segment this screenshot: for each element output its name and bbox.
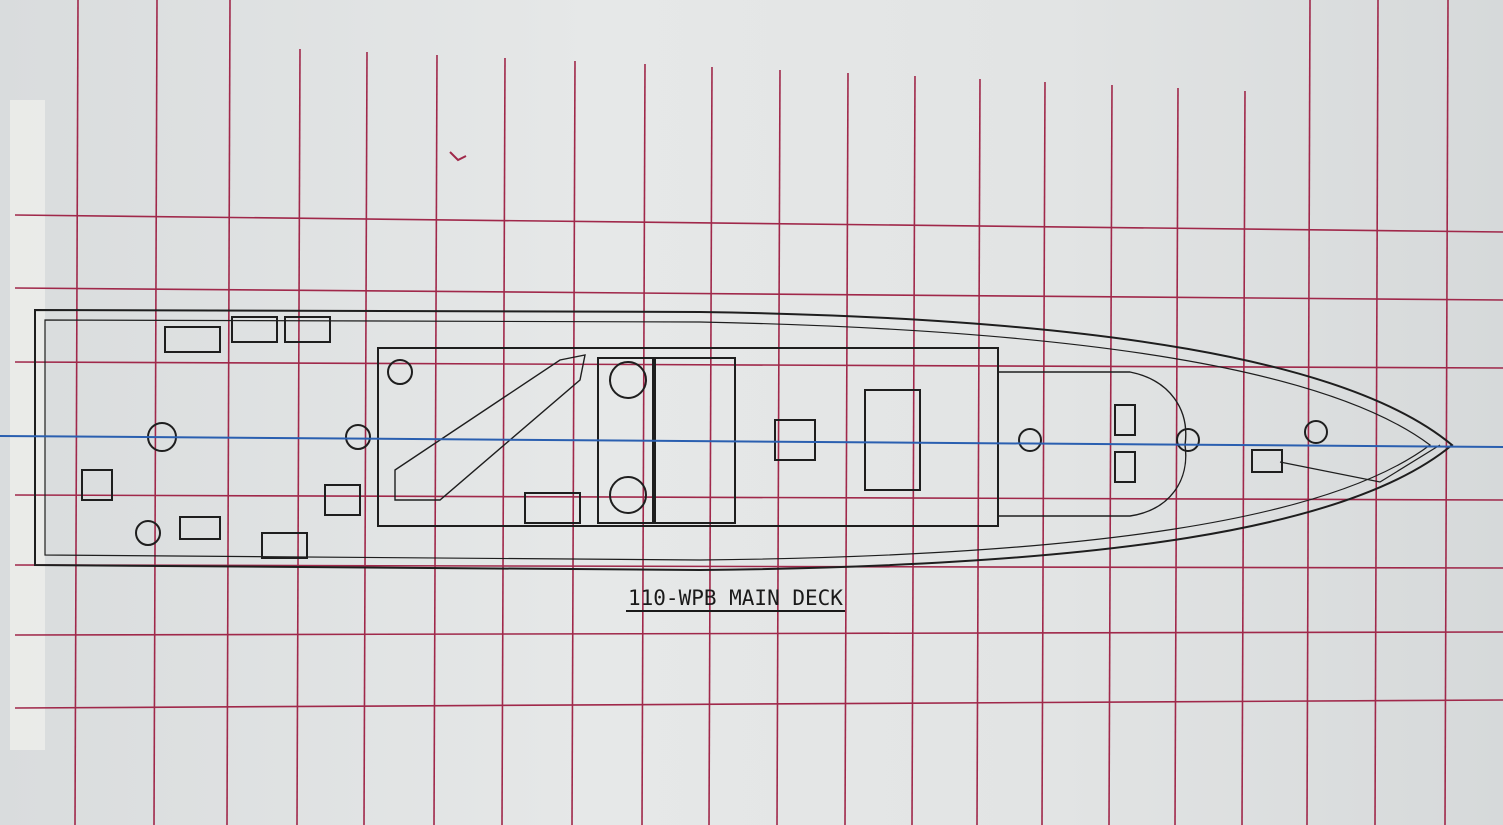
grid-line-vertical (708, 66, 713, 825)
grid-line-horizontal (14, 494, 1503, 501)
grid-line-vertical (776, 69, 781, 825)
hatch (179, 516, 221, 540)
locker (324, 484, 361, 516)
grid-line-vertical (1374, 0, 1379, 825)
deckhouse (377, 347, 999, 527)
drawing-caption: 110-WPB MAIN DECK (626, 586, 845, 612)
grid-line-vertical (1174, 87, 1179, 825)
locker (81, 469, 113, 501)
grid-line-vertical (1108, 84, 1113, 825)
grid-line-horizontal (14, 564, 1503, 569)
bitt (345, 424, 371, 450)
seat (1114, 451, 1136, 483)
seat (1114, 404, 1136, 436)
stair (774, 419, 816, 461)
grid-line-vertical (911, 75, 916, 825)
room (864, 389, 921, 491)
bitt (135, 520, 161, 546)
hull-inner-line (44, 319, 1432, 561)
grid-line-horizontal (14, 287, 1503, 301)
hatch (164, 326, 221, 353)
grid-line-vertical (501, 57, 506, 825)
hatch (261, 532, 308, 559)
bitt (1304, 420, 1328, 444)
grid-line-vertical (641, 63, 646, 825)
grid-line-vertical (1241, 90, 1246, 825)
grid-line-vertical (1306, 0, 1311, 825)
grid-line-vertical (571, 60, 576, 825)
hatch (284, 316, 331, 343)
grid-line-vertical (1041, 81, 1046, 825)
grid-line-vertical (226, 0, 231, 825)
grid-line-vertical (74, 0, 79, 825)
red-grid (14, 0, 1503, 825)
pen-mark (449, 151, 467, 162)
hatch (231, 316, 278, 343)
grid-line-vertical (1444, 0, 1449, 825)
small-boat (394, 354, 586, 501)
grid-line-horizontal (14, 699, 1503, 709)
grid-line-horizontal (14, 631, 1503, 636)
grid-line-horizontal (14, 361, 1503, 369)
tank (609, 361, 647, 399)
fitting (1251, 449, 1283, 473)
hull-outline (34, 308, 1454, 572)
grid-line-vertical (153, 0, 158, 825)
tank (387, 359, 413, 385)
bitt (1018, 428, 1042, 452)
tape-strip (10, 100, 45, 750)
tank (609, 476, 647, 514)
stair (524, 492, 581, 524)
grid-line-vertical (296, 48, 301, 825)
hull (34, 308, 1454, 572)
grid-line-vertical (976, 78, 981, 825)
centerline (0, 435, 1503, 448)
grid-line-vertical (844, 72, 849, 825)
anchor-line (1279, 444, 1441, 483)
bitt (1176, 428, 1200, 452)
grid-line-horizontal (14, 214, 1503, 233)
